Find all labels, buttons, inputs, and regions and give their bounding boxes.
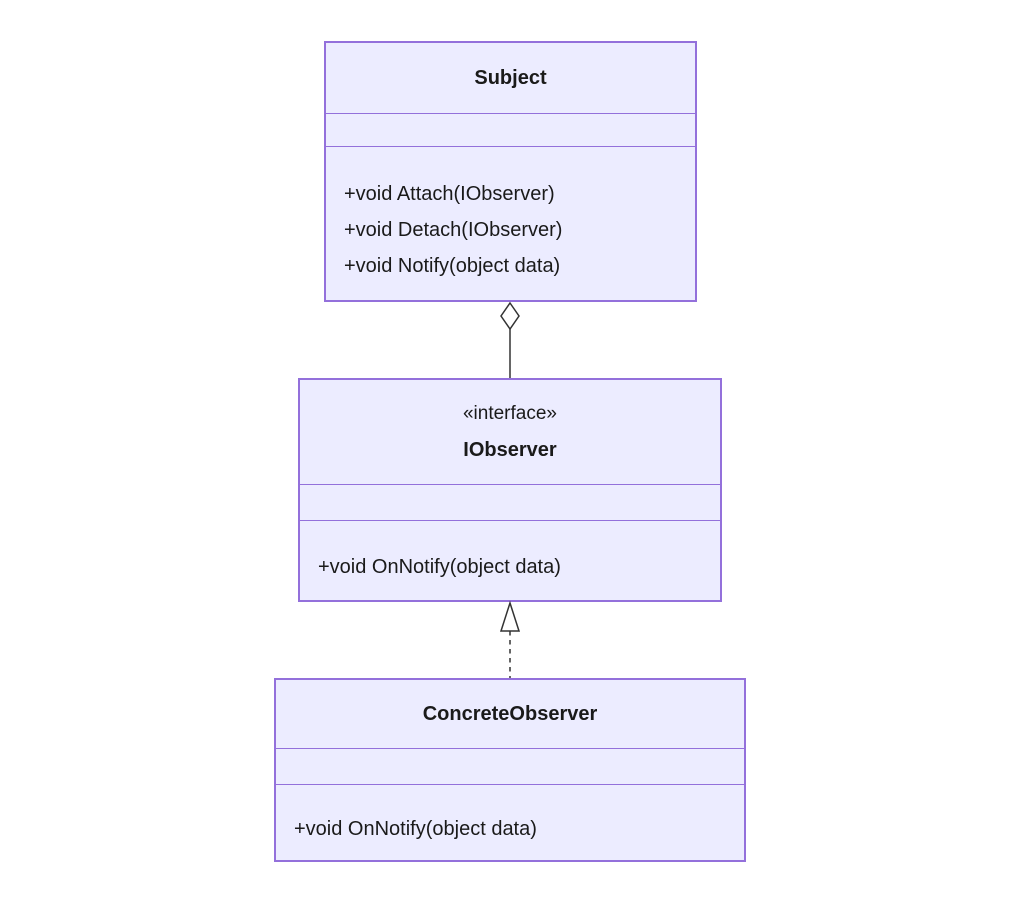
methods-section-iobserver: +void OnNotify(object data) — [300, 521, 720, 600]
class-title-iobserver: IObserver — [463, 439, 557, 461]
methods-section-concreteobserver: +void OnNotify(object data) — [276, 785, 744, 860]
attributes-section-subject — [326, 113, 695, 147]
stereotype-label: «interface» — [462, 403, 557, 424]
method-label: +void Notify(object data) — [344, 254, 561, 277]
class-box-subject: Subject +void Attach(IObserver) +void De… — [324, 41, 697, 302]
method-label: +void OnNotify(object data) — [318, 555, 561, 578]
class-header-concreteobserver: ConcreteObserver — [276, 680, 744, 748]
method-label: +void Attach(IObserver) — [344, 182, 555, 205]
open-triangle-icon — [499, 600, 521, 632]
attributes-section-concreteobserver — [276, 748, 744, 785]
method-label: +void OnNotify(object data) — [294, 817, 537, 840]
class-header-subject: Subject — [326, 43, 695, 113]
realization-connector — [499, 600, 521, 679]
method-label: +void Detach(IObserver) — [344, 218, 563, 241]
class-header-iobserver: «interface» IObserver — [300, 380, 720, 484]
class-title-concreteobserver: ConcreteObserver — [422, 703, 598, 725]
class-box-concreteobserver: ConcreteObserver +void OnNotify(object d… — [274, 678, 746, 862]
class-box-iobserver: «interface» IObserver +void OnNotify(obj… — [298, 378, 722, 602]
open-diamond-icon — [500, 301, 520, 331]
class-title-subject: Subject — [474, 67, 547, 89]
aggregation-connector — [500, 301, 520, 379]
methods-section-subject: +void Attach(IObserver) +void Detach(IOb… — [326, 147, 695, 300]
attributes-section-iobserver — [300, 484, 720, 521]
